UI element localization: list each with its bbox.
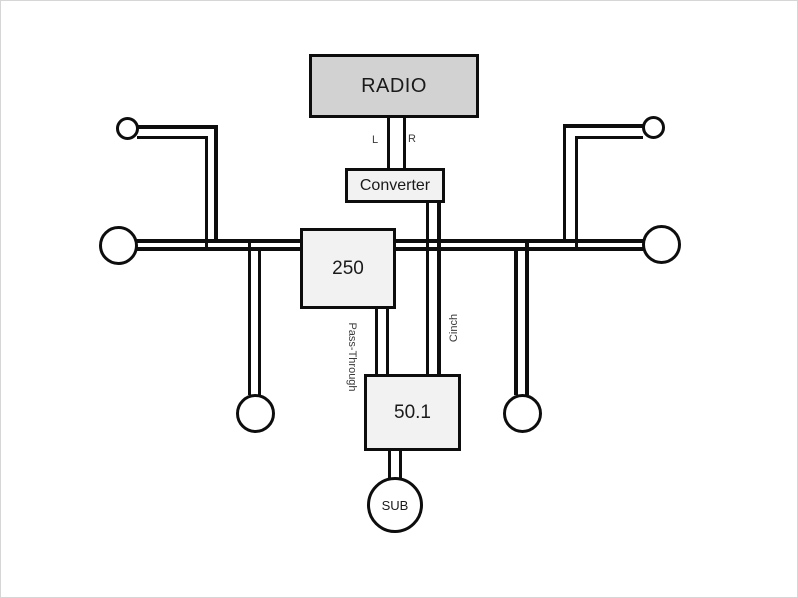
left-channel-label: L: [371, 134, 379, 146]
wire-right-tweeter-upper: [563, 124, 643, 128]
wire-right-tweeter-drop-outer: [562, 124, 567, 244]
amp-250-box: 250: [300, 228, 396, 309]
right-rear-speaker-circle: [503, 393, 542, 433]
wire-left-tweeter-lower: [137, 135, 208, 140]
amp-50-1-label: 50.1: [394, 401, 431, 423]
wire-left-tweeter-upper: [137, 125, 218, 129]
wire-left-rear-drop-1: [247, 239, 252, 396]
wire-sub-1: [387, 449, 392, 479]
right-tweeter-circle: [641, 115, 665, 139]
wire-left-tweeter-drop-inner: [204, 135, 209, 251]
right-front-speaker-circle: [642, 224, 681, 264]
converter-box: Converter: [345, 168, 445, 203]
wire-left-tweeter-drop-outer: [214, 125, 218, 243]
right-channel-label: R: [408, 133, 416, 145]
left-front-speaker-circle: [98, 225, 138, 265]
amp-50-1-box: 50.1: [364, 374, 461, 451]
sub-circle: SUB: [367, 477, 423, 533]
amp-250-label: 250: [332, 257, 364, 279]
wire-radio-left-channel: [386, 116, 391, 170]
wire-right-tweeter-lower: [575, 135, 643, 140]
wire-pass-through-1: [374, 307, 379, 376]
wire-right-rear-drop-2: [525, 239, 529, 396]
wire-cinch-1: [425, 201, 430, 376]
pass-through-label: Pass-Through: [346, 322, 358, 392]
wire-cinch-2: [437, 201, 441, 376]
radio-box: RADIO: [309, 54, 479, 118]
left-rear-speaker-circle: [236, 393, 275, 433]
wire-right-tweeter-drop-inner: [574, 135, 579, 251]
wire-radio-right-channel: [402, 116, 407, 170]
radio-label: RADIO: [361, 74, 427, 97]
wire-sub-2: [398, 449, 403, 479]
converter-label: Converter: [359, 176, 431, 194]
sub-label: SUB: [381, 497, 409, 513]
wire-left-rear-drop-2: [257, 247, 262, 396]
wire-right-rear-drop-1: [514, 247, 518, 396]
left-tweeter-circle: [116, 117, 139, 140]
wire-pass-through-2: [385, 307, 390, 376]
cinch-label: Cinch: [448, 313, 460, 343]
